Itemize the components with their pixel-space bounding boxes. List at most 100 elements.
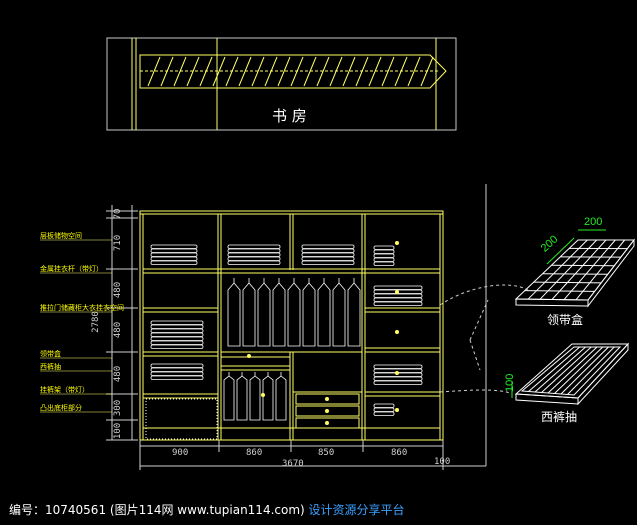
tie-dim-b: 200 bbox=[584, 216, 602, 228]
hanger-mark bbox=[316, 56, 330, 87]
hanger-mark bbox=[355, 56, 369, 87]
vdim-5: 480 bbox=[113, 322, 123, 338]
trouser bbox=[249, 372, 261, 421]
trouser bbox=[262, 372, 274, 421]
folded-item bbox=[150, 260, 198, 265]
hdim-3: 850 bbox=[318, 448, 334, 458]
tie-grid-line bbox=[527, 239, 588, 300]
folded-item bbox=[150, 252, 198, 257]
hanger-mark bbox=[368, 56, 382, 87]
garment bbox=[272, 278, 286, 347]
hanger-mark bbox=[225, 56, 239, 87]
horizontal-dimension-line bbox=[139, 184, 487, 470]
folded-item bbox=[373, 376, 423, 381]
hanger-mark bbox=[303, 56, 317, 87]
trouser bbox=[275, 372, 287, 421]
left-label-4: 领带盒 bbox=[40, 349, 61, 358]
folded-item bbox=[150, 340, 204, 345]
rod-outline bbox=[139, 54, 447, 89]
folded-item bbox=[150, 244, 198, 249]
left-label-7: 凸出底柜部分 bbox=[40, 403, 82, 412]
drawer-dim: 100 bbox=[504, 374, 516, 392]
folded-item bbox=[150, 363, 204, 368]
folded-item bbox=[373, 293, 423, 298]
folded-item bbox=[150, 324, 204, 329]
vdim-2: 710 bbox=[113, 235, 123, 251]
vertical-dimension-line bbox=[106, 205, 138, 441]
hanger-mark bbox=[342, 56, 356, 87]
folded-item bbox=[301, 248, 355, 253]
drawer-bar bbox=[534, 346, 586, 393]
garment bbox=[332, 278, 346, 347]
hanger-mark bbox=[251, 56, 265, 87]
folded-item bbox=[301, 252, 355, 257]
tie-grid-line bbox=[539, 239, 598, 300]
left-label-3: 推拉门储藏柜大衣挂衣空间 bbox=[40, 303, 124, 312]
folded-item bbox=[150, 328, 204, 333]
hanger-mark bbox=[381, 56, 395, 87]
folded-item bbox=[150, 320, 204, 325]
trouser bbox=[223, 372, 235, 421]
folded-item bbox=[227, 248, 281, 253]
folded-item bbox=[150, 375, 204, 380]
folded-item bbox=[227, 252, 281, 257]
folded-item bbox=[373, 411, 395, 416]
folded-item bbox=[373, 249, 395, 254]
garment bbox=[317, 278, 331, 347]
hanger-mark bbox=[407, 56, 421, 87]
callout-leaders bbox=[439, 284, 529, 395]
top-view-title: 书 房 bbox=[272, 107, 307, 125]
folded-item bbox=[150, 344, 204, 349]
hdim-2: 860 bbox=[246, 448, 262, 458]
top-view bbox=[106, 37, 457, 131]
folded-item bbox=[373, 380, 423, 385]
footer-link[interactable]: 设计资源分享平台 bbox=[308, 503, 405, 517]
hanger-mark bbox=[420, 56, 434, 87]
hdim-4: 860 bbox=[391, 448, 407, 458]
vdim-1: 70 bbox=[113, 209, 123, 220]
folded-item bbox=[301, 256, 355, 261]
hanging-garments bbox=[223, 278, 361, 421]
handles bbox=[247, 241, 399, 425]
tie-grid-line bbox=[563, 239, 616, 300]
hanger-mark bbox=[329, 56, 343, 87]
folded-item bbox=[373, 403, 395, 408]
top-view-frame bbox=[106, 37, 457, 131]
folded-item bbox=[373, 245, 395, 250]
left-label-1: 层板储物空间 bbox=[40, 231, 82, 240]
drawer-bar bbox=[567, 346, 615, 395]
folded-item bbox=[373, 253, 395, 258]
hanger-mark bbox=[277, 56, 291, 87]
left-label-2: 金属挂衣杆（带灯） bbox=[40, 264, 103, 273]
hanger-mark bbox=[147, 56, 161, 87]
footer-text: 编号：10740561 (图片114网 www.tupian114.com) bbox=[9, 503, 305, 517]
drawer-bar bbox=[560, 346, 609, 395]
folded-item bbox=[227, 256, 281, 261]
folded-item bbox=[150, 248, 198, 253]
garment bbox=[287, 278, 301, 347]
folded-item bbox=[373, 297, 423, 302]
hanger-mark bbox=[238, 56, 252, 87]
folded-item bbox=[150, 332, 204, 337]
folded-item bbox=[373, 364, 423, 369]
hanger-mark bbox=[394, 56, 408, 87]
vdim-6: 480 bbox=[113, 366, 123, 382]
folded-item bbox=[301, 260, 355, 265]
left-label-6: 挂裤架（带灯） bbox=[40, 385, 89, 394]
trouser-drawer-drawing bbox=[514, 342, 630, 406]
hanger-mark bbox=[212, 56, 226, 87]
folded-item bbox=[373, 261, 395, 266]
vdim-3: 480 bbox=[113, 282, 123, 298]
tie-box-label: 领带盒 bbox=[547, 312, 583, 327]
footer: 编号：10740561 (图片114网 www.tupian114.com) 设… bbox=[0, 499, 637, 525]
hanger-mark bbox=[290, 56, 304, 87]
tie-grid-line bbox=[575, 239, 626, 301]
vdim-8: 100 bbox=[113, 423, 123, 439]
hanger-mark bbox=[199, 56, 213, 87]
tie-box-dims bbox=[546, 229, 606, 265]
folded-item bbox=[150, 256, 198, 261]
folded-item bbox=[150, 367, 204, 372]
vdim-7: 300 bbox=[113, 400, 123, 416]
